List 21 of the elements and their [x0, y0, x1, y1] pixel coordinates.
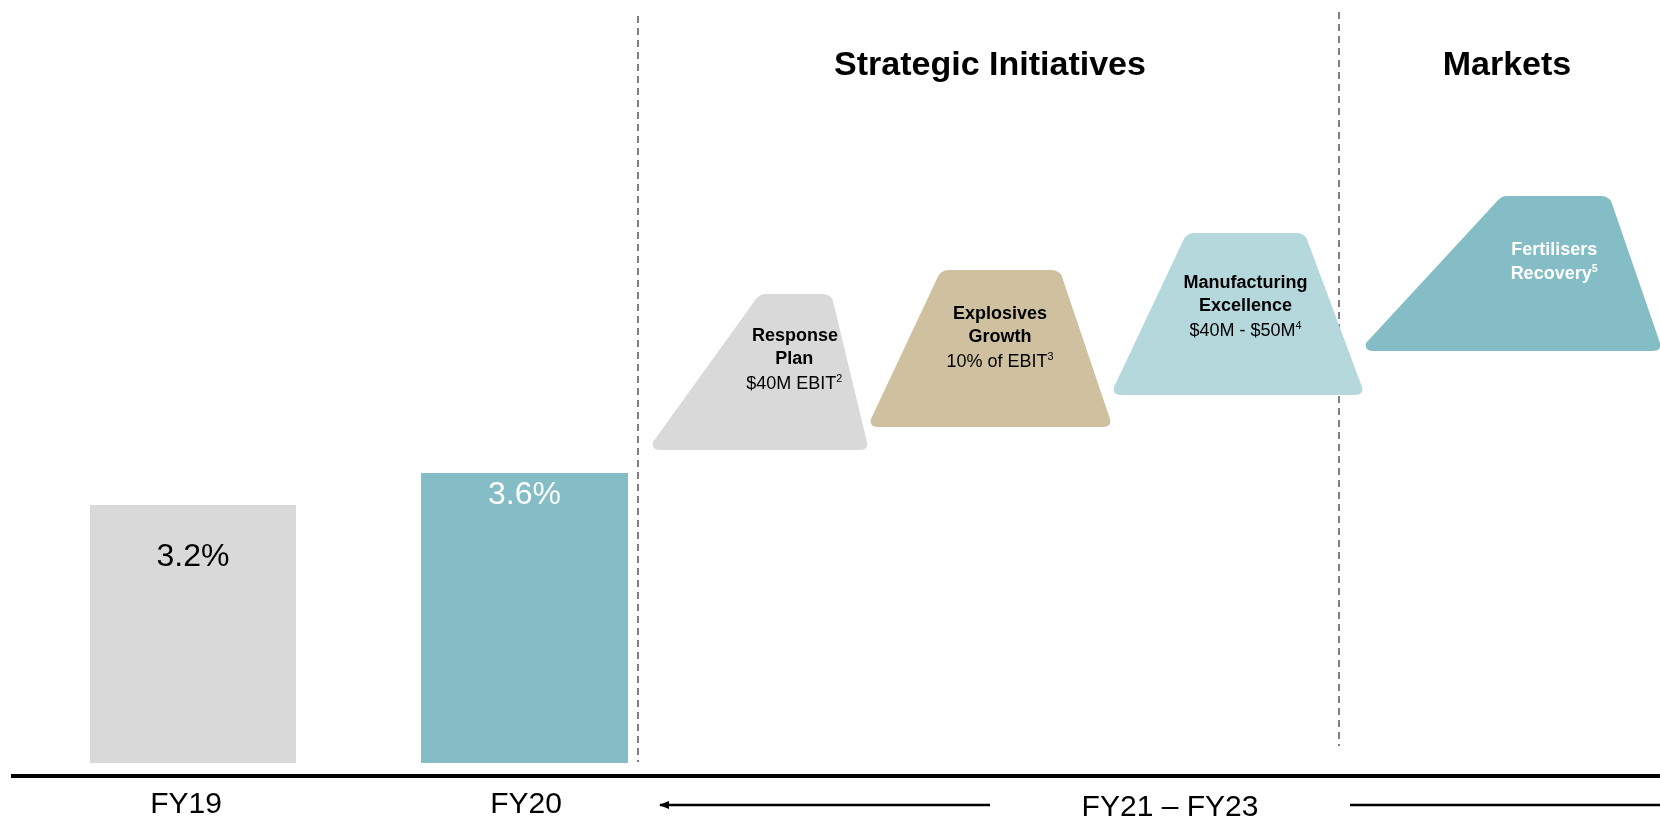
trapezoid-shape	[653, 294, 867, 450]
period-label: FY19	[150, 786, 222, 818]
value-label: 3.2%	[155, 536, 231, 575]
initiative-title: Response Plan	[751, 324, 840, 371]
section-heading: Markets	[1442, 44, 1572, 83]
trapezoid-shape	[871, 270, 1110, 427]
initiative-title: Fertilisers Recovery$^{5}$	[1509, 238, 1599, 286]
value-label: 3.6%	[487, 474, 562, 513]
initiative-title: Manufacturing Excellence	[1182, 271, 1309, 318]
initiative-value: $40M - $50M$^{4}$	[1188, 317, 1303, 342]
period-label: FY21 – FY23	[1080, 788, 1260, 818]
trapezoid-shape	[1366, 196, 1660, 351]
period-label: FY20	[490, 786, 562, 818]
trapezoid-shape	[1114, 233, 1362, 395]
initiative-value: 10% of EBIT$^{3}$	[945, 348, 1055, 373]
bar	[421, 473, 628, 763]
bar	[90, 505, 296, 763]
initiative-title: Explosives Growth	[952, 302, 1049, 349]
arrow	[659, 801, 990, 809]
initiative-value: $40M EBIT$^{2}$	[745, 370, 844, 395]
section-heading: Strategic Initiatives	[834, 44, 1146, 83]
